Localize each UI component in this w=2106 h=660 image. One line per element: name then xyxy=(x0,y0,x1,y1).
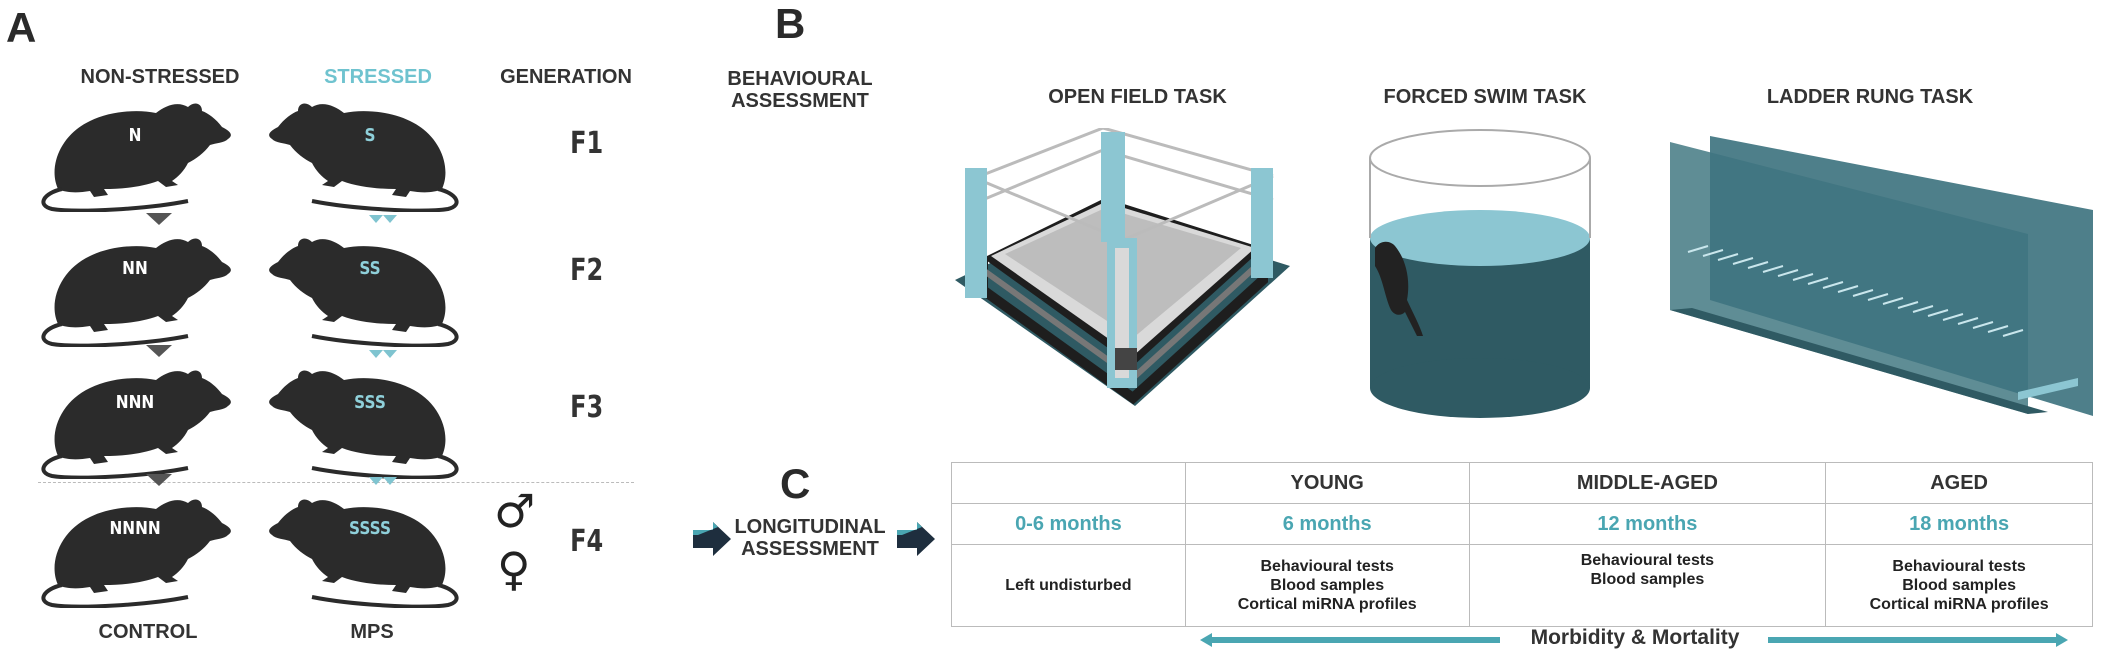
generation-f1: F1 xyxy=(570,126,604,161)
table-row: 0-6 months 6 months 12 months 18 months xyxy=(951,503,2093,545)
arrow-right-icon xyxy=(693,522,731,556)
mps-label-f1: S xyxy=(364,125,376,146)
control-label-f2: NN xyxy=(122,258,148,279)
arrow-down-icon xyxy=(369,477,383,485)
activity-cell: Behavioural tests Blood samples Cortical… xyxy=(1184,544,1470,627)
mps-label-f2: SS xyxy=(359,258,381,279)
task-title-forced-swim: FORCED SWIM TASK xyxy=(1383,86,1587,108)
arrow-down-icon xyxy=(369,350,383,358)
activity-cell: Behavioural tests Blood samples xyxy=(1468,544,1827,627)
arrow-down-icon xyxy=(383,477,397,485)
longitudinal-table: YOUNG MIDDLE-AGED AGED 0-6 months 6 mont… xyxy=(951,462,2093,627)
left-arrow-icon xyxy=(1200,633,1500,647)
arrow-down-icon xyxy=(369,215,383,223)
activity-item: Blood samples xyxy=(1902,577,2017,594)
arrow-down-icon xyxy=(383,215,397,223)
footer-control: CONTROL xyxy=(98,621,198,643)
control-label-f4: NNNN xyxy=(109,518,161,539)
task-title-ladder-rung: LADDER RUNG TASK xyxy=(1766,86,1974,108)
separator-line xyxy=(38,482,634,483)
stage-cell xyxy=(951,462,1186,504)
age-cell: 18 months xyxy=(1825,503,2093,545)
male-symbol-icon: ♂ xyxy=(494,484,536,538)
side-label-line: ASSESSMENT xyxy=(741,538,879,560)
footer-mps: MPS xyxy=(350,621,394,643)
activity-item: Blood samples xyxy=(1590,571,1705,588)
behavioural-assessment-label: BEHAVIOURAL ASSESSMENT xyxy=(700,68,900,112)
activity-item: Behavioural tests xyxy=(1260,558,1394,575)
arrow-right-icon xyxy=(897,522,935,556)
stage-cell: YOUNG xyxy=(1184,462,1470,504)
panel-b-letter: B xyxy=(775,0,806,47)
generation-f3: F3 xyxy=(570,390,604,425)
age-cell: 12 months xyxy=(1468,503,1827,545)
control-label-f1: N xyxy=(128,125,142,146)
arrow-down-icon xyxy=(383,350,397,358)
side-label-line: ASSESSMENT xyxy=(731,90,869,112)
age-cell: 0-6 months xyxy=(951,503,1186,545)
rat-icon xyxy=(38,232,238,347)
rat-icon xyxy=(262,364,462,479)
side-label-line: LONGITUDINAL xyxy=(734,516,886,538)
age-cell: 6 months xyxy=(1184,503,1470,545)
activity-cell: Left undisturbed xyxy=(951,544,1186,627)
longitudinal-assessment-label: LONGITUDINAL ASSESSMENT xyxy=(725,516,895,560)
stage-cell: AGED xyxy=(1825,462,2093,504)
rat-icon xyxy=(262,232,462,347)
panel-a-letter: A xyxy=(6,4,37,51)
control-label-f3: NNN xyxy=(115,392,155,413)
table-row: YOUNG MIDDLE-AGED AGED xyxy=(951,462,2093,504)
morbidity-mortality-label: Morbidity & Mortality xyxy=(1530,626,1740,649)
activity-item: Behavioural tests xyxy=(1892,558,2026,575)
activity-item: Cortical miRNA profiles xyxy=(1237,596,1417,613)
side-label-line: BEHAVIOURAL xyxy=(727,68,873,90)
mps-label-f4: SSSS xyxy=(348,518,392,539)
open-field-illustration xyxy=(955,128,1290,406)
rat-icon xyxy=(38,493,238,608)
rat-icon xyxy=(262,493,462,608)
arrow-down-icon xyxy=(146,213,172,225)
arrow-down-icon xyxy=(146,474,172,486)
generation-f4: F4 xyxy=(570,524,604,559)
activity-item: Behavioural tests xyxy=(1580,552,1715,569)
activity-cell: Behavioural tests Blood samples Cortical… xyxy=(1825,544,2093,627)
header-stressed: STRESSED xyxy=(324,66,432,88)
stage-cell: MIDDLE-AGED xyxy=(1468,462,1827,504)
ladder-rung-illustration xyxy=(1670,136,2093,416)
table-row: Left undisturbed Behavioural tests Blood… xyxy=(951,544,2093,627)
panel-c-letter: C xyxy=(780,460,811,507)
generation-f2: F2 xyxy=(570,253,604,288)
task-title-open-field: OPEN FIELD TASK xyxy=(1048,86,1227,108)
right-arrow-icon xyxy=(1768,633,2068,647)
forced-swim-illustration xyxy=(1369,129,1591,418)
mps-label-f3: SSS xyxy=(354,392,386,413)
arrow-down-icon xyxy=(146,345,172,357)
rat-icon xyxy=(38,364,238,479)
header-generation: GENERATION xyxy=(500,66,632,88)
rat-icon xyxy=(38,97,238,212)
activity-item: Cortical miRNA profiles xyxy=(1869,596,2049,613)
female-symbol-icon: ♀ xyxy=(497,542,531,596)
activity-item: Blood samples xyxy=(1270,577,1385,594)
activity-item: Left undisturbed xyxy=(1005,577,1132,594)
header-non-stressed: NON-STRESSED xyxy=(80,66,240,88)
rat-icon xyxy=(262,97,462,212)
